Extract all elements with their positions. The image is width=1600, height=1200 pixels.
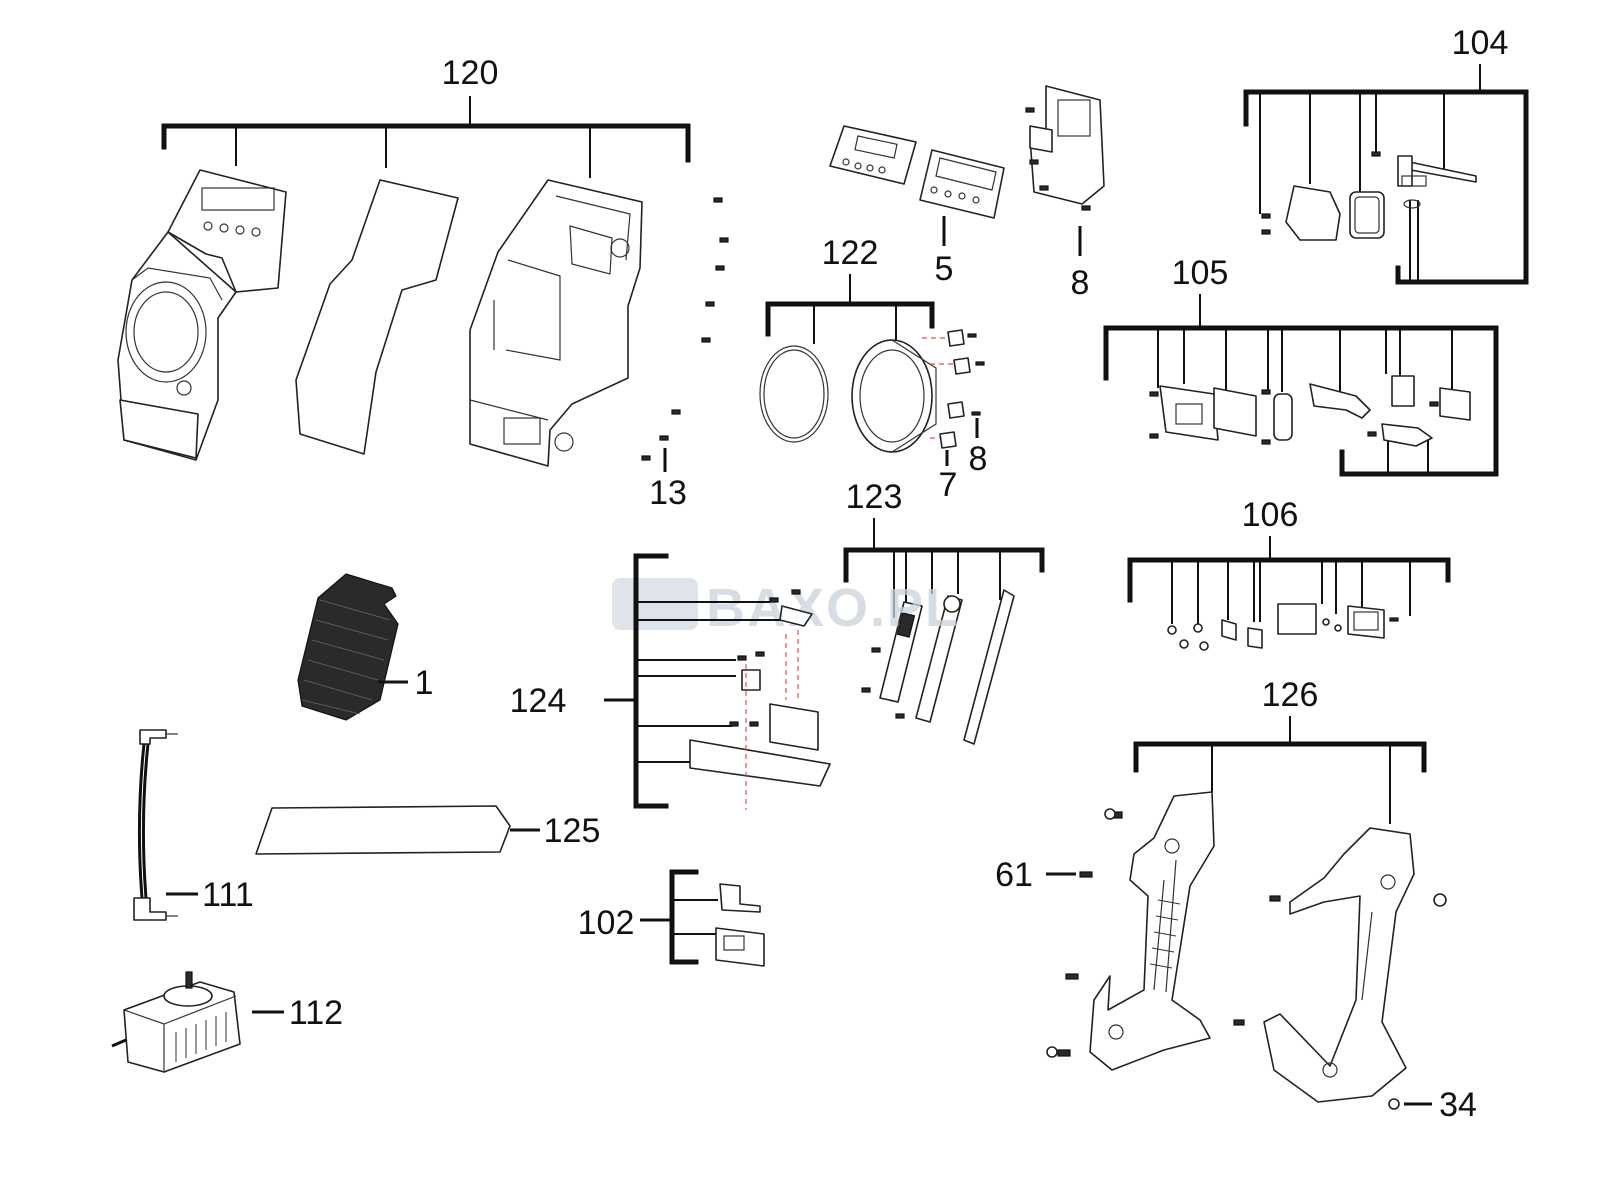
- group-124: 124: [510, 553, 831, 810]
- bracket-104: [1243, 89, 1529, 285]
- label-106: 106: [1242, 496, 1299, 534]
- bracket-106: [1127, 557, 1451, 603]
- label-13: 13: [649, 474, 687, 512]
- display-module-5: [829, 125, 1005, 246]
- bracket-102: [669, 869, 699, 965]
- block-102b: [715, 927, 765, 967]
- base-tray-part: [689, 739, 831, 787]
- grille-part-1: [297, 573, 408, 721]
- screw-set-126: [1046, 808, 1447, 1110]
- label-120: 120: [442, 54, 499, 92]
- label-8-top: 8: [1071, 264, 1090, 302]
- watermark-text: BAXO.PL: [706, 578, 960, 638]
- clip-102a: [719, 883, 761, 913]
- label-111: 111: [202, 876, 254, 914]
- label-1: 1: [415, 664, 434, 702]
- label-123: 123: [846, 478, 903, 516]
- handle-left-part: [1089, 791, 1215, 1071]
- module-105a: [1159, 385, 1219, 441]
- group-123: 123: [843, 478, 1045, 745]
- clip-105: [1391, 375, 1415, 407]
- label-7: 7: [939, 466, 958, 504]
- cable-part-111: [133, 729, 198, 921]
- label-105: 105: [1172, 254, 1229, 292]
- group-106: 106: [1127, 496, 1451, 651]
- speaker-part: [851, 339, 937, 453]
- bracket-123: [843, 547, 1045, 583]
- group-104: 104: [1243, 24, 1529, 285]
- label-strip-part-125: [255, 805, 540, 855]
- label-5: 5: [935, 250, 954, 288]
- front-housing-part: [117, 169, 287, 461]
- group-126: 126: [1046, 676, 1447, 1110]
- label-112: 112: [289, 994, 343, 1032]
- label-8-right: 8: [969, 440, 988, 478]
- group-120: 120: [117, 54, 729, 512]
- actuator-part: [769, 703, 819, 751]
- o-ring-part: [759, 345, 829, 443]
- display-bracket-8: [1025, 85, 1105, 256]
- latch-105: [1439, 387, 1471, 421]
- bracket-105: [1103, 325, 1499, 477]
- plate-105: [1213, 387, 1257, 437]
- label-126: 126: [1262, 676, 1319, 714]
- label-104: 104: [1452, 24, 1509, 62]
- label-125: 125: [544, 812, 601, 850]
- label-122: 122: [822, 234, 879, 272]
- label-34: 34: [1439, 1086, 1477, 1124]
- handle-right-part: [1263, 827, 1415, 1103]
- bracket-part-105: [1309, 383, 1371, 419]
- cover-strip-part: [963, 589, 1015, 745]
- group-122: 122 8 7: [759, 234, 988, 504]
- clip-set-7-8: [922, 329, 985, 466]
- bracket-122: [765, 301, 935, 337]
- label-124: 124: [510, 682, 567, 720]
- plate-106: [1277, 603, 1317, 635]
- gasket-part: [295, 179, 459, 455]
- bracket-126: [1133, 741, 1427, 773]
- label-61: 61: [995, 856, 1033, 894]
- cover-part: [1285, 185, 1341, 241]
- group-105: 105: [1103, 254, 1499, 477]
- screw-set-13: [641, 197, 729, 472]
- charger-part-112: [111, 971, 284, 1073]
- strip-105: [1273, 393, 1293, 441]
- seal-part: [1349, 191, 1385, 239]
- bracket-120: [161, 123, 691, 163]
- rear-housing-part: [469, 179, 643, 467]
- bracket-124: [633, 553, 669, 809]
- group-102: 102: [578, 869, 765, 967]
- label-102: 102: [578, 904, 635, 942]
